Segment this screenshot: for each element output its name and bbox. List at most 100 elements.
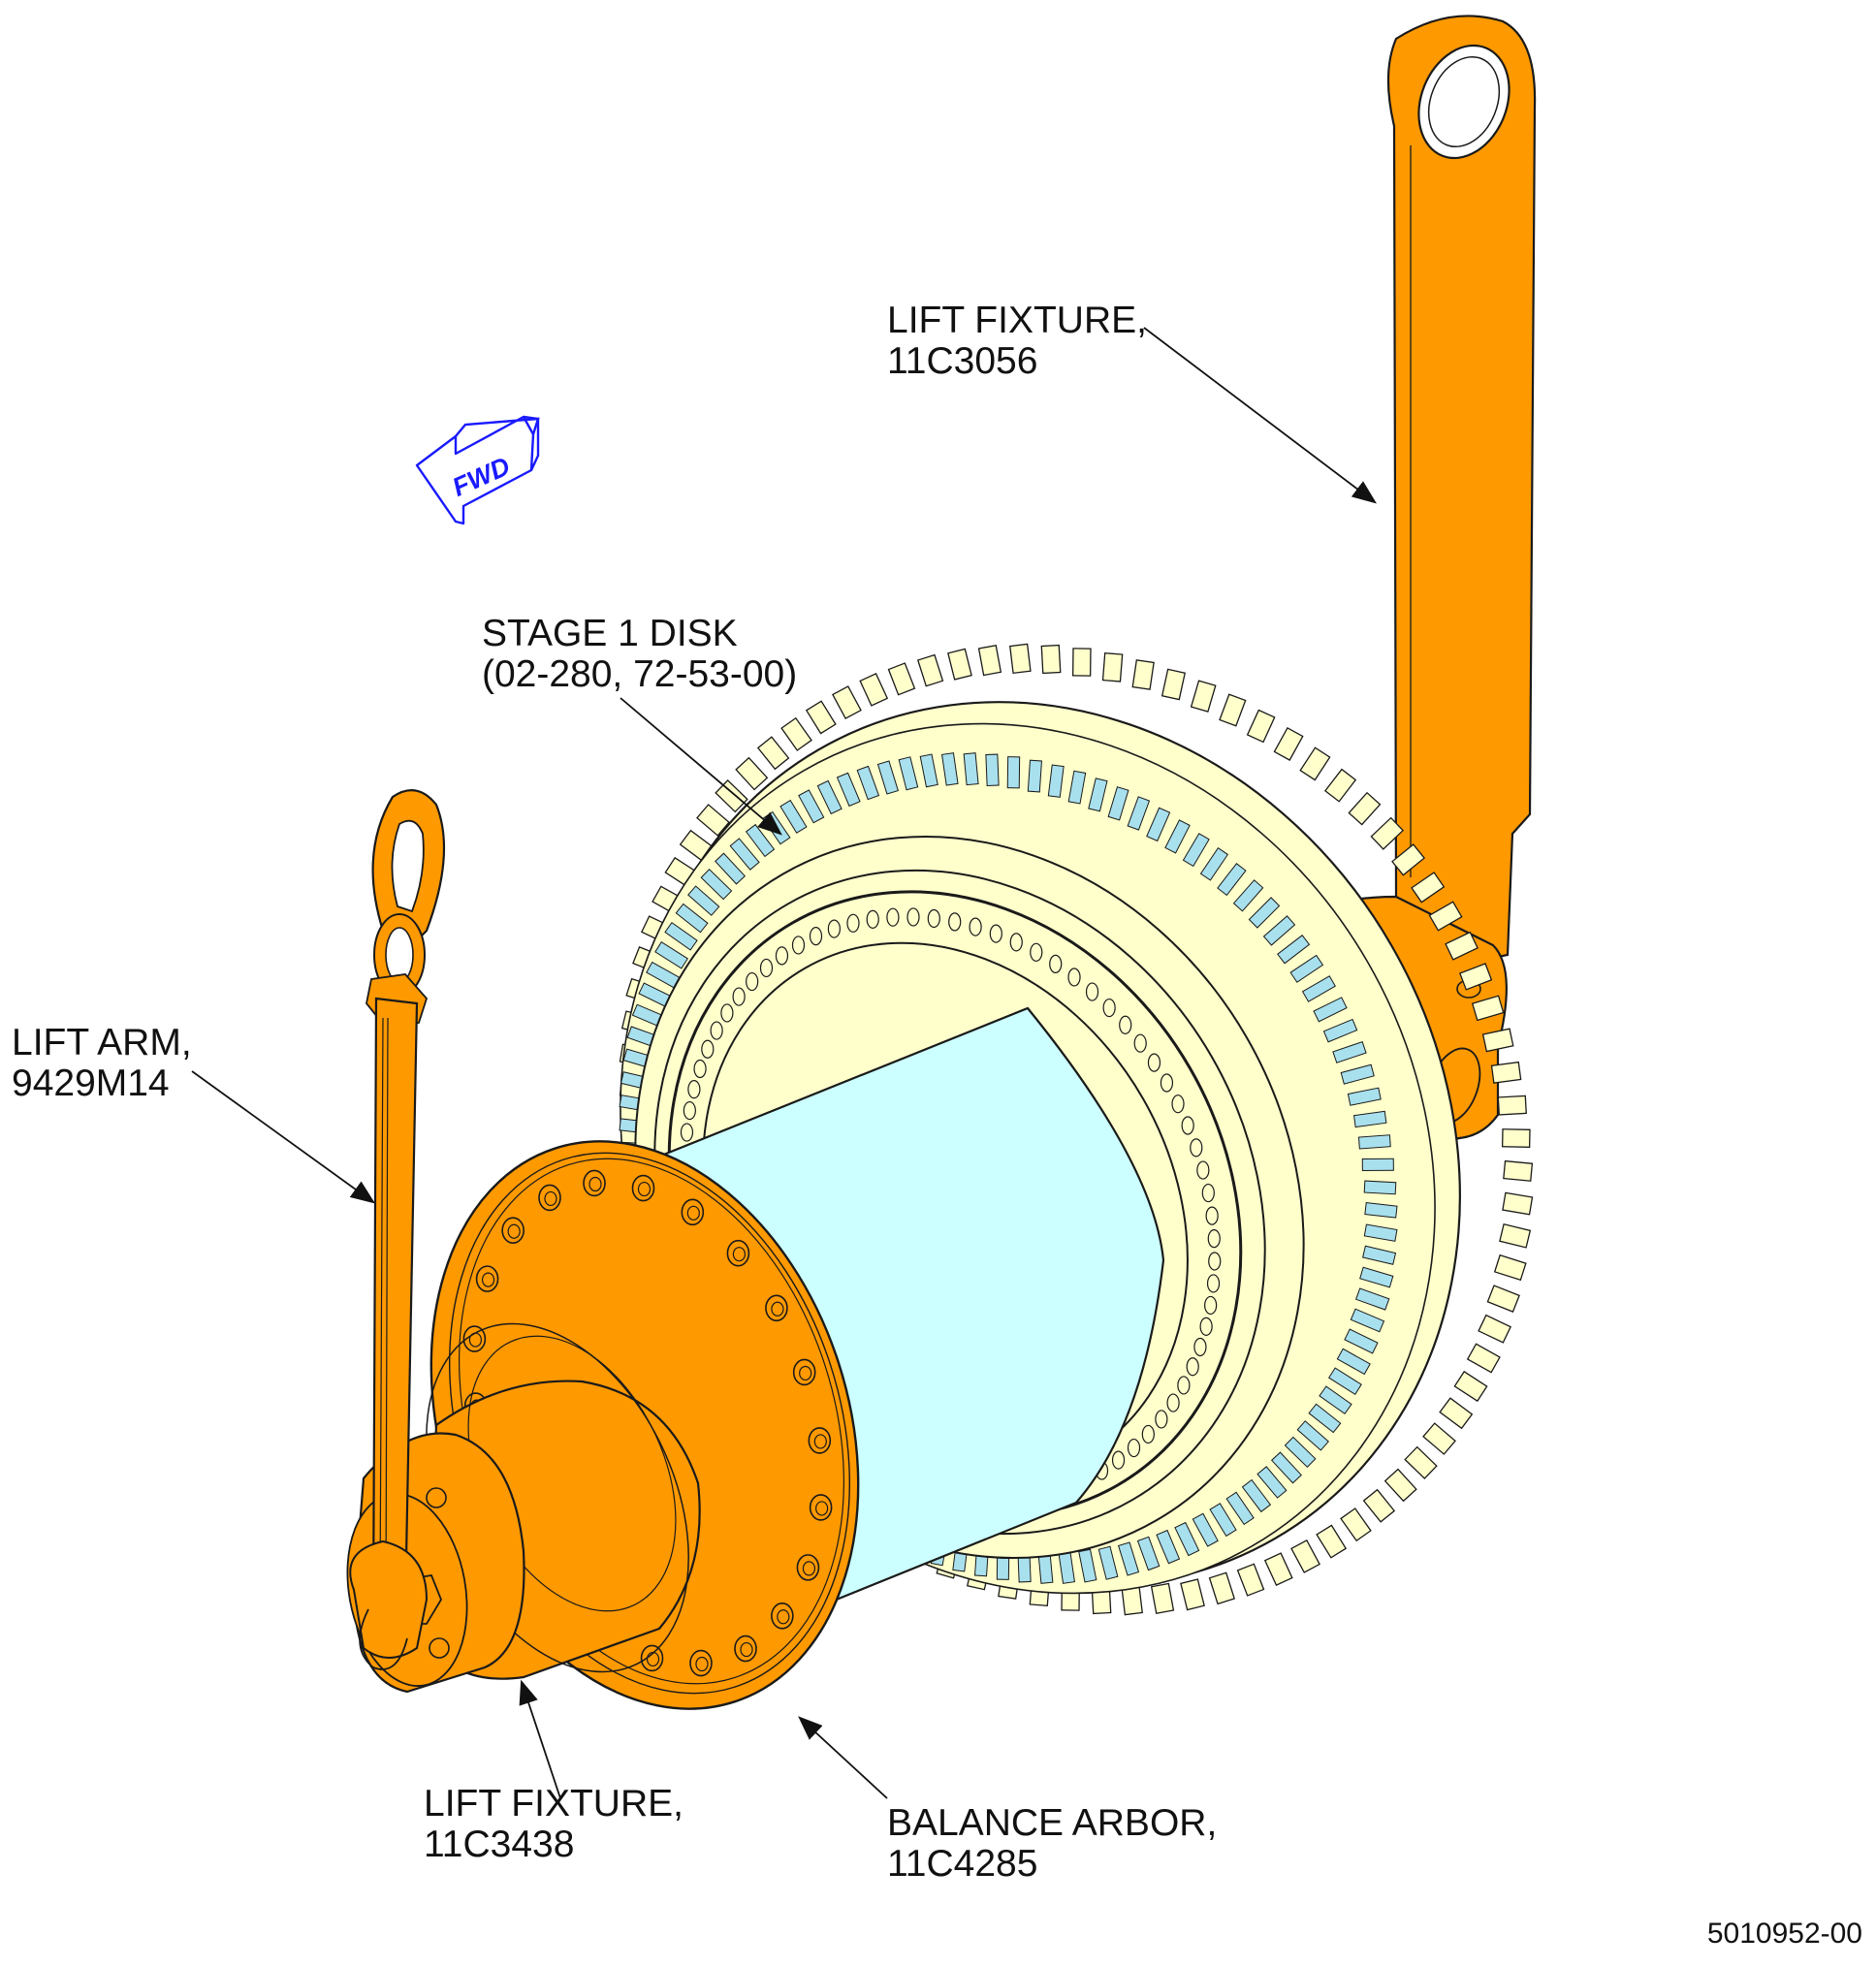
- disk-blade-slot: [675, 903, 709, 934]
- disk-tooth: [832, 685, 862, 720]
- disk-tooth: [1180, 1578, 1205, 1611]
- callout-balance-arbor-11c4285: BALANCE ARBOR, 11C4285: [887, 1803, 1217, 1885]
- disk-bolt-hole: [866, 909, 879, 929]
- disk-bolt-hole: [687, 1080, 701, 1099]
- disk-blade-slot: [1164, 819, 1191, 854]
- figure-number: 5010952-00: [1706, 1918, 1862, 1950]
- disk-blade-slot: [1182, 833, 1210, 868]
- callout-lift-arm-line1: LIFT ARM,: [12, 1022, 192, 1063]
- leader-lift-fixture-bottom: [519, 1679, 561, 1799]
- flange-bolt: [765, 1294, 788, 1322]
- disk-blade-slot: [1322, 1018, 1358, 1043]
- disk-tooth: [1208, 1571, 1236, 1605]
- disk-tooth: [916, 653, 944, 687]
- disk-blade-slot: [1354, 1287, 1390, 1311]
- disk-bolt-hole: [791, 936, 806, 955]
- disk-bolt-hole: [969, 917, 982, 936]
- leader-lift-fixture-top: [1143, 327, 1378, 504]
- flange-bolt-head: [813, 1434, 827, 1449]
- disk-blade-slot: [919, 753, 938, 788]
- disk-blade-slot: [1289, 954, 1324, 983]
- disk-bolt-hole: [759, 958, 774, 978]
- flange-bolt: [583, 1169, 606, 1197]
- disk-bolt-hole: [1196, 1160, 1210, 1180]
- disk-bolt-hole: [693, 1059, 707, 1079]
- disk-tooth: [1503, 1159, 1534, 1182]
- callout-lift-fixture-11c3056: LIFT FIXTURE, 11C3056: [887, 301, 1147, 382]
- disk-bolt-hole: [1204, 1295, 1218, 1316]
- disk-blade-slot: [1277, 935, 1311, 965]
- callout-lift-fixture-top-line1: LIFT FIXTURE,: [887, 300, 1147, 341]
- disk-tooth: [859, 673, 889, 707]
- disk-tooth: [1499, 1222, 1532, 1249]
- disk-bolt-hole: [1190, 1138, 1203, 1158]
- disk-tooth: [947, 648, 972, 681]
- disk-tooth: [715, 779, 748, 813]
- flange-bolt: [734, 1634, 757, 1663]
- disk-blade-slot: [1361, 1158, 1394, 1172]
- flange-bolt-head: [507, 1223, 521, 1239]
- flange-bolt-head: [732, 1247, 747, 1262]
- disk-blade-slot: [1301, 975, 1336, 1002]
- disk-blade-slot: [1174, 1521, 1200, 1557]
- disk-blade-slot: [1146, 807, 1171, 842]
- disk-tooth: [1299, 746, 1331, 781]
- flange-bolt: [689, 1649, 713, 1677]
- disk-bolt-hole: [680, 1123, 694, 1142]
- disk-tooth: [1131, 659, 1155, 690]
- flange-bolt-head: [588, 1176, 602, 1192]
- disk-tooth: [1411, 872, 1446, 904]
- disk-bolt-hole: [746, 971, 759, 992]
- flange-bolt-head: [481, 1272, 495, 1287]
- disk-blade-slot: [729, 838, 760, 871]
- leader-stage-1-disk: [620, 697, 782, 836]
- disk-blade-slot: [1332, 1041, 1367, 1063]
- flange-bolt: [538, 1184, 561, 1212]
- flange-bolt-head: [740, 1641, 753, 1658]
- disk-blade-slot: [1308, 1403, 1342, 1434]
- disk-blade-slot: [1027, 759, 1042, 793]
- disk-tooth: [1497, 1095, 1527, 1116]
- disk-blade-slot: [1107, 786, 1129, 821]
- disk-blade-slot: [745, 823, 776, 858]
- disk-bolt-hole: [1141, 1424, 1155, 1444]
- disk-tooth: [1501, 1128, 1531, 1148]
- disk-tooth: [1471, 995, 1505, 1022]
- disk-blade-slot: [1352, 1110, 1387, 1128]
- disk-tooth: [1236, 1563, 1265, 1597]
- disk-blade-slot: [1350, 1308, 1385, 1333]
- flange-bolt-head: [771, 1301, 784, 1317]
- disk-tooth: [1190, 680, 1217, 713]
- disk-blade-slot: [1319, 1385, 1352, 1415]
- disk-tooth: [977, 644, 1002, 677]
- disk-bolt-hole: [1177, 1376, 1191, 1395]
- disk-blade-slot: [1340, 1063, 1375, 1085]
- disk-tooth: [696, 804, 730, 837]
- disk-blade-slot: [1136, 1536, 1161, 1571]
- disk-tooth: [1439, 1397, 1474, 1430]
- disk-blade-slot: [1284, 1436, 1317, 1469]
- disk-tooth: [1263, 1552, 1293, 1586]
- disk-tooth: [1290, 1539, 1320, 1573]
- disk-bolt-hole: [927, 908, 940, 929]
- disk-tooth: [1370, 816, 1405, 850]
- disk-tooth: [1478, 1314, 1511, 1344]
- disk-tooth: [1459, 963, 1493, 991]
- flange-bolt-head: [799, 1365, 812, 1381]
- disk-bolt-hole: [1067, 968, 1081, 987]
- disk-blade-slot: [963, 752, 979, 786]
- flange-bolt: [809, 1494, 833, 1521]
- callout-stage-1-disk: STAGE 1 DISK (02-280, 72-53-00): [482, 614, 797, 695]
- disk-bolt-hole: [886, 907, 900, 927]
- callout-lift-arm-9429m14: LIFT ARM, 9429M14: [12, 1023, 192, 1104]
- flange-bolt: [681, 1198, 705, 1226]
- disk-blade-slot: [856, 765, 880, 801]
- disk-blade-slot: [1296, 1420, 1329, 1451]
- disk-blade-slot: [700, 868, 733, 901]
- disk-blade-slot: [1232, 879, 1264, 912]
- flange-bolt-head: [802, 1561, 816, 1576]
- disk-bolt-hole: [1119, 1015, 1132, 1034]
- disk-blade-slot: [654, 941, 688, 969]
